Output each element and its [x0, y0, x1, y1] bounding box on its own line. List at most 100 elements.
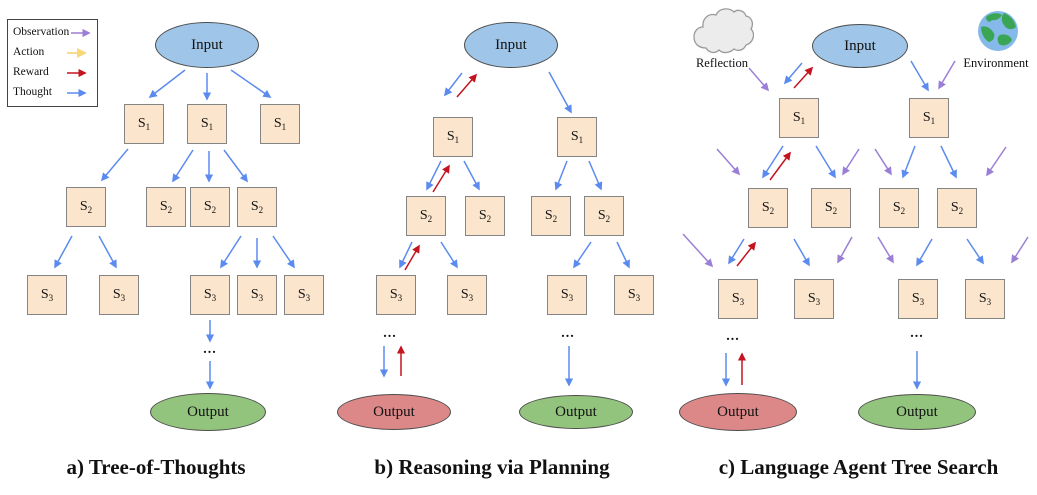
state-subscript: 1: [208, 121, 214, 132]
state-subscript: 3: [815, 296, 821, 307]
reward-arrow: [769, 151, 791, 181]
observation-arrow: [842, 148, 860, 176]
state-label: S: [560, 287, 569, 302]
state-subscript: 2: [605, 213, 611, 224]
input-node: Input: [812, 24, 908, 68]
state-subscript: 3: [919, 296, 925, 307]
state-subscript: 3: [211, 292, 217, 303]
thought-arrow: [399, 241, 413, 269]
caption-a: a) Tree-of-Thoughts: [66, 455, 246, 479]
thought-arrow: [220, 235, 242, 269]
state-subscript: 3: [48, 292, 54, 303]
thought-arrow: [426, 160, 442, 191]
input-node: Input: [155, 22, 259, 68]
state-label: S: [273, 116, 282, 131]
legend-row-observation: Observation: [13, 27, 92, 39]
thought-arrow: [172, 149, 194, 183]
state-subscript: 3: [568, 292, 574, 303]
observation-arrow-icon: [71, 28, 91, 38]
ellipsis: ...: [383, 326, 397, 341]
thought-arrow: [901, 145, 916, 179]
observation-arrow: [877, 236, 894, 264]
output-node-success: Output: [150, 393, 266, 431]
thought-arrow: [762, 145, 784, 179]
input-label: Input: [844, 37, 876, 54]
state-label: S: [627, 287, 636, 302]
globe-icon: [978, 11, 1018, 51]
state-label: S: [159, 199, 168, 214]
state-label: S: [203, 287, 212, 302]
thought-arrow: [54, 235, 73, 269]
ellipsis: ...: [203, 342, 217, 357]
reward-arrow: [736, 241, 757, 267]
legend-label: Reward: [13, 66, 49, 79]
thought-arrow-icon: [67, 88, 87, 98]
state-label: S: [807, 291, 816, 306]
output-label: Output: [717, 403, 759, 420]
output-label: Output: [187, 403, 229, 420]
thought-arrow: [793, 238, 810, 267]
state-label: S: [922, 110, 931, 125]
ellipsis: ...: [726, 329, 740, 344]
state-subscript: 1: [145, 121, 151, 132]
ellipsis: ...: [910, 326, 924, 341]
output-node-success: Output: [858, 394, 976, 430]
thought-arrow: [554, 160, 568, 191]
legend-label: Thought: [13, 86, 52, 99]
state-label: S: [250, 199, 259, 214]
thought-arrow: [443, 72, 463, 97]
state-subscript: 3: [739, 296, 745, 307]
state-label: S: [419, 208, 428, 223]
observation-arrow: [874, 148, 892, 176]
ellipsis: ...: [561, 326, 575, 341]
state-subscript: 3: [468, 292, 474, 303]
observation-arrow: [748, 67, 770, 92]
state-label: S: [446, 129, 455, 144]
thought-arrow: [223, 149, 248, 183]
state-subscript: 3: [986, 296, 992, 307]
output-label: Output: [373, 403, 415, 420]
state-label: S: [389, 287, 398, 302]
reward-arrow-icon: [67, 68, 87, 78]
state-subscript: 3: [635, 292, 641, 303]
observation-arrow: [682, 233, 714, 268]
state-subscript: 2: [832, 205, 838, 216]
observation-arrow: [1011, 236, 1029, 264]
state-label: S: [892, 200, 901, 215]
thought-arrow: [916, 238, 933, 267]
state-subscript: 2: [900, 205, 906, 216]
state-label: S: [950, 200, 959, 215]
state-subscript: 2: [427, 213, 433, 224]
state-label: S: [824, 200, 833, 215]
thought-arrow: [440, 241, 458, 269]
state-subscript: 3: [397, 292, 403, 303]
state-label: S: [297, 287, 306, 302]
observation-arrow: [837, 236, 853, 264]
output-label: Output: [555, 403, 597, 420]
state-subscript: 2: [552, 213, 558, 224]
legend-row-thought: Thought: [13, 87, 92, 99]
input-label: Input: [495, 36, 527, 53]
